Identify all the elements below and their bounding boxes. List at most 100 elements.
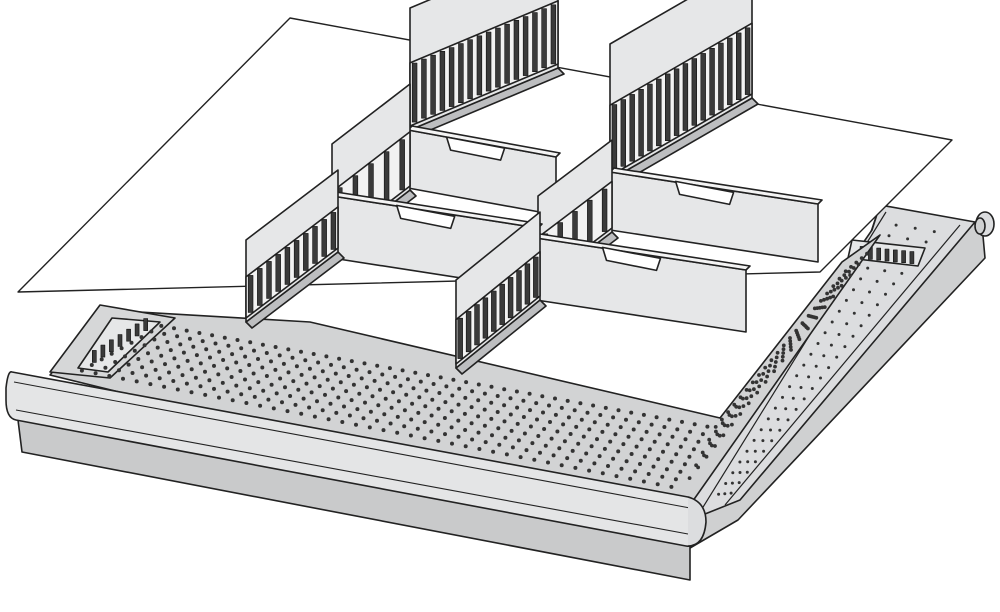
floor-hole — [822, 297, 826, 302]
floor-hole — [426, 373, 430, 378]
floor-hole — [346, 374, 351, 378]
floor-hole — [207, 378, 212, 383]
floor-hole — [819, 299, 823, 303]
rail-hole — [759, 428, 763, 432]
floor-hole — [410, 401, 415, 406]
floor-hole — [628, 476, 633, 481]
floor-hole — [587, 427, 592, 432]
floor-hole — [389, 405, 394, 410]
rail-hole — [883, 269, 887, 273]
floor-hole — [264, 351, 269, 355]
rail-hole — [753, 449, 757, 453]
floor-hole — [746, 401, 751, 406]
floor-hole — [436, 406, 441, 411]
divider-slot — [673, 68, 680, 136]
divider-slot — [399, 139, 405, 191]
divider-slot — [504, 23, 510, 84]
floor-hole — [773, 360, 778, 364]
floor-hole — [825, 291, 829, 296]
divider-slot — [682, 63, 689, 131]
floor-hole — [508, 396, 513, 401]
floor-hole — [814, 315, 819, 320]
floor-hole — [687, 476, 692, 480]
cross-divider-front-right — [535, 233, 751, 333]
floor-hole — [761, 372, 766, 376]
rail-hole — [810, 387, 814, 390]
floor-hole — [538, 450, 542, 455]
divider-slot — [727, 37, 733, 106]
floor-hole — [198, 361, 203, 366]
floor-hole — [765, 374, 769, 379]
floor-hole — [661, 449, 665, 454]
floor-hole — [747, 388, 752, 393]
floor-hole — [528, 408, 532, 413]
floor-hole — [589, 444, 594, 449]
rail-hole — [814, 364, 818, 368]
floor-hole — [548, 420, 552, 424]
floor-hole — [781, 343, 786, 348]
rail-hole — [860, 301, 864, 305]
floor-hole — [570, 448, 575, 453]
floor-hole — [822, 305, 827, 309]
floor-hole — [429, 429, 434, 434]
floor-hole — [674, 452, 679, 457]
floor-hole — [142, 343, 147, 348]
floor-hole — [354, 367, 359, 372]
floor-hole — [203, 369, 207, 374]
rail-hole — [776, 417, 780, 421]
rail-hole — [830, 320, 834, 324]
floor-hole — [367, 370, 372, 375]
floor-hole — [323, 392, 327, 397]
floor-hole — [247, 386, 252, 391]
floor-hole — [204, 347, 209, 352]
rail-hole — [802, 363, 806, 367]
floor-hole — [642, 454, 647, 459]
floor-hole — [780, 358, 785, 363]
floor-hole — [456, 418, 461, 423]
floor-hole — [463, 395, 468, 400]
floor-hole — [132, 348, 137, 353]
rail-hole — [845, 322, 849, 326]
divider-slot — [513, 19, 520, 80]
floor-hole — [535, 417, 539, 422]
floor-hole — [337, 356, 342, 361]
floor-hole — [415, 426, 420, 431]
floor-hole — [613, 432, 618, 437]
floor-hole — [669, 459, 674, 464]
slot-tooth — [117, 334, 123, 347]
floor-hole — [476, 430, 481, 435]
floor-hole — [705, 424, 710, 429]
floor-hole — [197, 331, 202, 335]
rail-hole — [859, 324, 863, 328]
floor-hole — [581, 434, 586, 439]
divider-slot — [467, 39, 473, 100]
floor-hole — [515, 405, 520, 410]
floor-hole — [191, 344, 196, 349]
rail-hole — [875, 279, 879, 283]
floor-hole — [675, 427, 680, 432]
floor-hole — [368, 409, 373, 414]
floor-hole — [624, 459, 629, 464]
floor-hole — [152, 337, 157, 342]
floor-hole — [738, 412, 743, 416]
floor-hole — [395, 430, 400, 435]
floor-hole — [126, 362, 131, 367]
divider-slot — [383, 151, 390, 203]
label-tab — [601, 246, 662, 272]
floor-hole — [424, 388, 429, 393]
rail-hole — [770, 439, 774, 443]
divider-slot — [541, 8, 547, 69]
divider-slot — [718, 42, 724, 111]
floor-hole — [234, 360, 239, 365]
floor-hole — [463, 428, 468, 432]
floor-hole — [398, 383, 403, 388]
floor-hole — [565, 456, 570, 461]
rail-hole — [822, 354, 826, 358]
floor-hole — [565, 398, 570, 403]
rail-hole — [762, 449, 766, 453]
divider-slot — [266, 261, 272, 299]
rail-hole — [844, 298, 848, 302]
floor-hole — [385, 381, 390, 386]
